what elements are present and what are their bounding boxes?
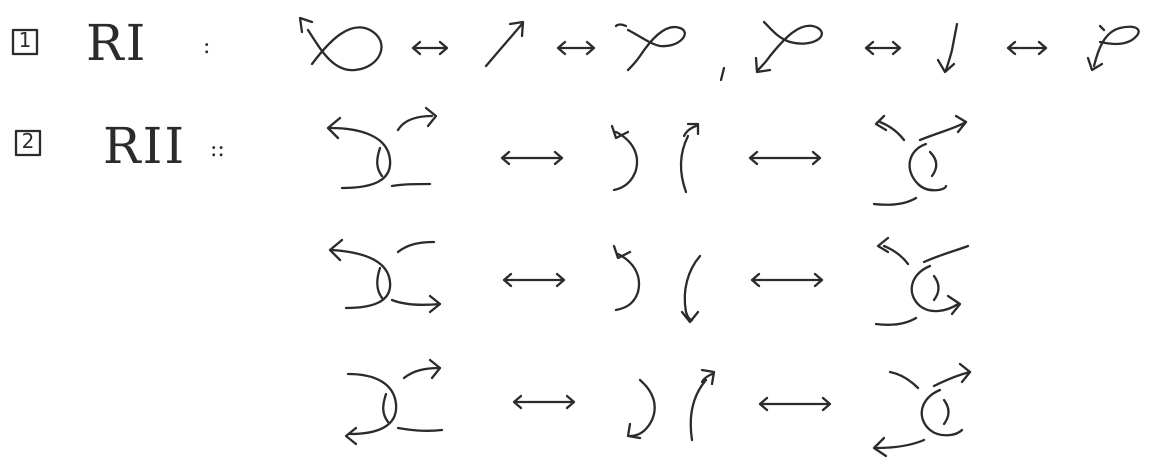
- rii-row-2-equivalence-arrow-2: [752, 274, 822, 286]
- rii-row-3-equivalence-arrow-2: [760, 398, 830, 410]
- ri-loop-diagram-4: [1088, 26, 1139, 70]
- ri-loop-diagram-2: [616, 25, 685, 71]
- rii-row-1-crossing-diagram-b: [874, 116, 966, 205]
- rii-row-3-equivalence-arrow-1: [514, 396, 574, 408]
- ri-straight-strand-diagram-1: [486, 22, 523, 66]
- rii-row-3-separated-strands: [628, 370, 714, 440]
- rule-1-number-box: [13, 30, 37, 54]
- rii-row-2-crossing-diagram-b: [876, 238, 968, 325]
- rule-2-number-box: [16, 131, 40, 155]
- rii-row-1-equivalence-arrow-2: [750, 152, 820, 164]
- rii-row-2-equivalence-arrow-1: [504, 274, 564, 286]
- ri-equivalence-arrow-1: [413, 42, 447, 54]
- rii-row-2-crossing-diagram-a: [330, 240, 440, 312]
- rii-row-2-separated-strands: [614, 246, 700, 322]
- rii-row-1-separated-strands: [612, 124, 698, 192]
- ri-equivalence-arrow-2: [558, 42, 594, 54]
- ri-loop-diagram-3: [756, 22, 822, 72]
- ri-comma-separator: [721, 68, 724, 80]
- ri-equivalence-arrow-3: [866, 42, 900, 54]
- rii-row-3-crossing-diagram-a: [346, 360, 442, 444]
- ri-equivalence-arrow-4: [1008, 42, 1046, 54]
- rii-row-1-equivalence-arrow-1: [502, 152, 562, 164]
- ri-straight-strand-diagram-2: [938, 24, 957, 72]
- rii-row-1-crossing-diagram-a: [328, 108, 436, 188]
- rii-row-3-crossing-diagram-b: [874, 364, 970, 456]
- ri-loop-diagram-1: [300, 18, 382, 70]
